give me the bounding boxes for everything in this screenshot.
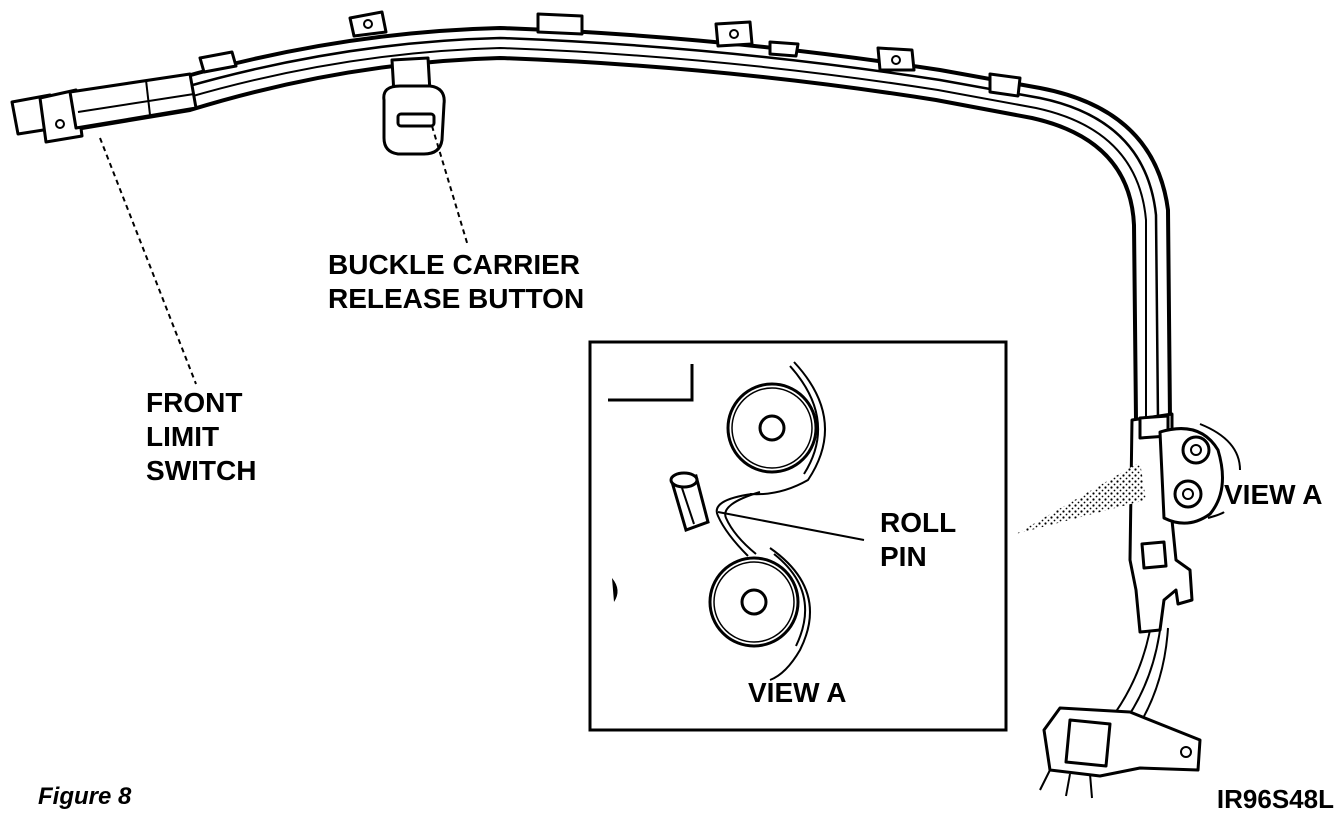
svg-text:RELEASE BUTTON: RELEASE BUTTON (328, 283, 584, 314)
roll-pin-leader-line (717, 511, 865, 541)
svg-text:BUCKLE CARRIER: BUCKLE CARRIER (328, 249, 580, 280)
svg-text:ROLL: ROLL (880, 507, 956, 538)
rail-track (58, 26, 1172, 422)
roll-pin-label: ROLL PIN (880, 507, 956, 572)
cable-path (715, 493, 753, 557)
view-a-callout-label: VIEW A (1224, 479, 1323, 510)
illustration-code: IR96S48L (1217, 784, 1334, 814)
inset-edge-tick (612, 578, 618, 602)
front-switch-leader-line (99, 137, 197, 385)
upper-roller (726, 361, 827, 496)
view-a-inset (588, 340, 1008, 732)
svg-text:SWITCH: SWITCH (146, 455, 256, 486)
front-end-block (10, 72, 198, 144)
front-limit-switch-label: FRONT LIMIT SWITCH (146, 387, 256, 486)
buckle-carrier-label: BUCKLE CARRIER RELEASE BUTTON (328, 249, 584, 314)
roll-pin (669, 471, 710, 532)
svg-text:LIMIT: LIMIT (146, 421, 219, 452)
view-a-projection (1016, 462, 1146, 534)
buckle-carrier-release-button (382, 56, 446, 156)
svg-text:PIN: PIN (880, 541, 927, 572)
inset-corner-mark (608, 364, 694, 402)
lower-roller (708, 547, 811, 681)
buckle-leader-line (431, 125, 469, 247)
mounting-tabs (198, 10, 1022, 98)
view-a-inset-label: VIEW A (748, 677, 847, 708)
svg-text:FRONT: FRONT (146, 387, 242, 418)
rear-end-mechanism (1039, 412, 1241, 799)
figure-caption: Figure 8 (38, 783, 132, 810)
